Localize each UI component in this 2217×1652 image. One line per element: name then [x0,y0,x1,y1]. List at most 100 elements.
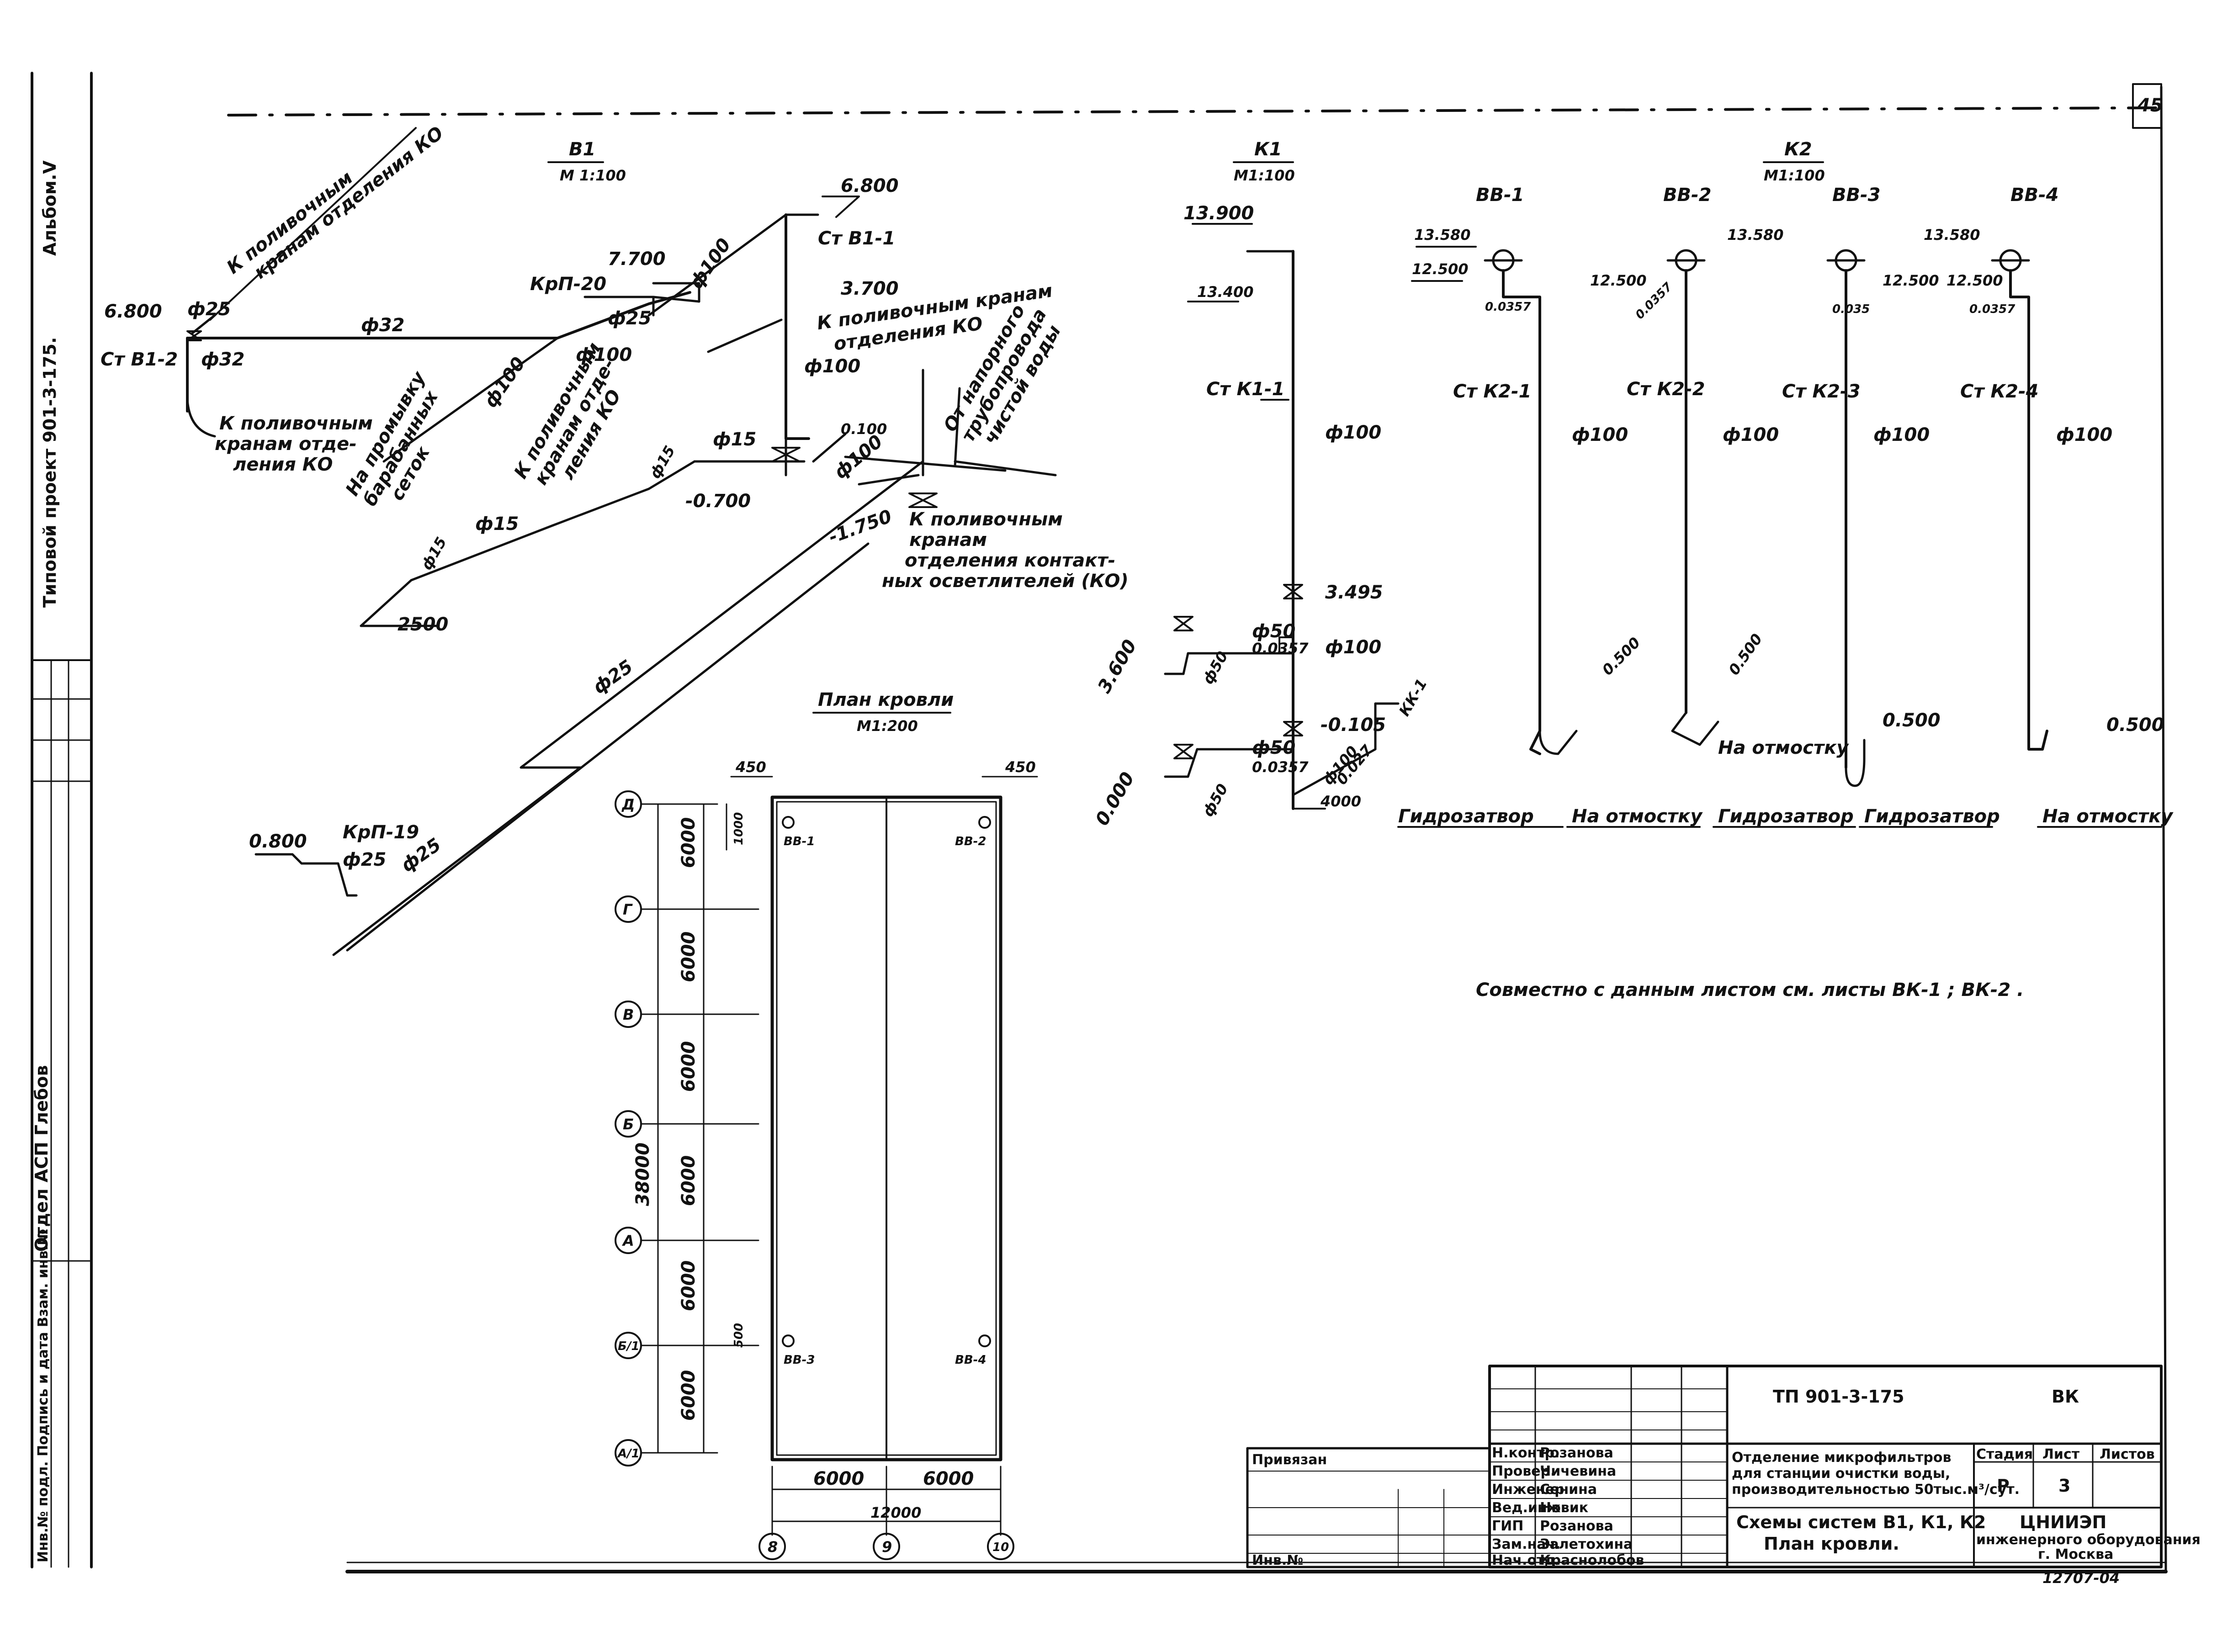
role-6: Зам.нач. [1492,1536,1560,1552]
sheets-header: Листов [2100,1446,2155,1462]
plan-funnel-2: ВВ-2 [955,835,987,848]
axis-row-1: Д [621,796,635,813]
col-dim-2: 6000 [923,1468,974,1489]
k2-el-0500-b: 0.500 [1725,630,1766,678]
b1-krp-20: КрП-20 [530,274,606,295]
k2-d100-1: ф100 [1572,424,1628,445]
left-stamp-strip: Альбом.V Типовой проект 901-3-175. Отдел… [31,72,93,1568]
name-2: Чичевина [1540,1463,1616,1479]
k1-d50-c: ф50 [1252,737,1295,758]
k2-riser-2 [1666,249,1719,746]
k2-d100-2: ф100 [1723,424,1779,445]
k1-d100-a: ф100 [1325,422,1381,443]
k2-slope-3: 0.035 [1832,302,1870,316]
k2-apron-2: На отмостку [1718,737,1849,758]
row-dim-2: 6000 [678,932,699,982]
attached-label: Привязан [1252,1452,1327,1468]
k1-el-13900: 13.900 [1183,203,1254,224]
k2-d100-3: ф100 [1873,424,1930,445]
b1-d25-a: ф25 [187,299,231,320]
album-label: Альбом.V [40,160,60,256]
k1-scale: М1:100 [1234,167,1295,184]
b1-scale: М 1:100 [560,167,626,184]
name-3: Сенина [1540,1482,1597,1498]
row-dim-6: 6000 [678,1370,699,1421]
b1-el-7700: 7.700 [608,249,666,270]
inventory-label: Инв.№ подл. Подпись и дата Взам. инв.№ [35,1229,51,1562]
role-2: Провер. [1492,1463,1555,1479]
b1-dim-2500: 2500 [398,614,448,635]
axis-row-7: А/1 [617,1447,640,1461]
document-code: ТП 901-3-175 [1773,1387,1904,1407]
edge-dim-top: 1000 [732,812,746,845]
project-label: Типовой проект 901-3-175. [40,337,60,608]
axis-col-8: 8 [768,1538,778,1556]
object-line-1: Отделение микрофильтров [1732,1450,1952,1466]
k2-hydro-1: Гидрозатвор [1398,806,1534,827]
organization-line-2: инженерного оборудования [1976,1532,2201,1548]
b1-krp-19: КрП-19 [343,822,419,843]
name-4: Новик [1540,1500,1588,1516]
object-line-2: для станции очистки воды, [1732,1466,1950,1482]
name-5: Розанова [1540,1518,1613,1534]
k2-el-13580-c: 13.580 [1924,226,1980,244]
b1-note-left-2: кранам отде- [215,434,357,455]
role-1: Н.контр. [1492,1445,1559,1461]
department-label: Отдел АСП Глебов [32,1065,52,1252]
b1-d25-c: ф25 [589,656,636,698]
k2-apron-3: На отмостку [2042,806,2174,827]
edge-dim-right: 450 [1005,758,1036,776]
b1-d32-a: ф32 [361,315,404,336]
k2-riser-3 [1826,249,1866,787]
edge-dim-left: 450 [735,758,766,776]
scheme-k2: К2 М1:100 ВВ-1 ВВ-2 ВВ-3 ВВ-4 [1397,139,2174,828]
b1-st-b1-1: Ст В1-1 [818,228,895,249]
axis-col-10: 10 [992,1541,1009,1554]
sheet-frame: 45 [227,83,2168,1573]
sheet-header: Лист [2042,1446,2080,1462]
cross-reference-note: Совместно с данным листом см. листы ВК-1… [1476,980,2024,1001]
k1-title: К1 [1254,139,1282,160]
b1-el-m0700: -0.700 [685,491,751,512]
row-dim-5: 6000 [678,1260,699,1311]
roof-plan: План кровли М1:200 Д Г В Б А Б/1 А/1 [615,689,1038,1560]
k2-riser-4 [1991,249,2048,751]
scheme-b1: В1 М 1:100 [101,122,1129,956]
organization-city: г. Москва [2038,1546,2113,1562]
edge-dim-bottom: 500 [732,1323,746,1348]
sheet-title-line-1: Схемы систем В1, К1, К2 [1736,1512,1986,1532]
k2-title: К2 [1784,139,1812,160]
k2-funnel-3: ВВ-3 [1832,185,1880,206]
k2-hydro-2: Гидрозатвор [1718,806,1854,827]
k1-kk-1: КК-1 [1395,676,1431,719]
k2-st-k2-1: Ст К2-1 [1453,381,1531,402]
row-dim-3: 6000 [678,1041,699,1092]
b1-note-left-3: ления КО [233,454,333,475]
b1-el-6800-left: 6.800 [104,301,162,322]
k2-el-12500-c: 12.500 [1883,272,1939,289]
organization-name: ЦНИИЭП [2020,1512,2106,1532]
k1-el-3600: 3.600 [1094,636,1141,697]
b1-el-0100: 0.100 [841,420,887,438]
b1-note-contact-4: ных осветлителей (КО) [882,571,1129,592]
k1-el-13400: 13.400 [1197,283,1253,301]
b1-note-left-1: К поливочным [219,413,373,434]
k2-funnel-1: ВВ-1 [1476,185,1524,206]
k1-st-k1-1: Ст К1-1 [1206,379,1284,400]
k2-funnel-2: ВВ-2 [1663,185,1711,206]
b1-d15-c: ф15 [646,443,679,482]
k2-slope-1: 0.0357 [1485,300,1531,314]
roof-plan-scale: М1:200 [857,717,918,735]
roof-plan-title: План кровли [818,689,954,710]
k2-st-k2-3: Ст К2-3 [1782,381,1860,402]
row-dim-1: 6000 [678,817,699,868]
k2-scale: М1:100 [1764,167,1825,184]
scheme-k1: К1 М1:100 13.900 13.400 Ст К1-1 ф100 3.4… [1092,139,1431,829]
k1-slope-b: 0.0357 [1252,758,1309,776]
sheet-number: 45 [2137,95,2163,116]
b1-d15-a: ф15 [713,429,756,450]
k2-el-0500-c: 0.500 [1883,710,1941,731]
k2-slope-4: 0.0357 [1969,302,2015,316]
k2-st-k2-4: Ст К2-4 [1960,381,2038,402]
